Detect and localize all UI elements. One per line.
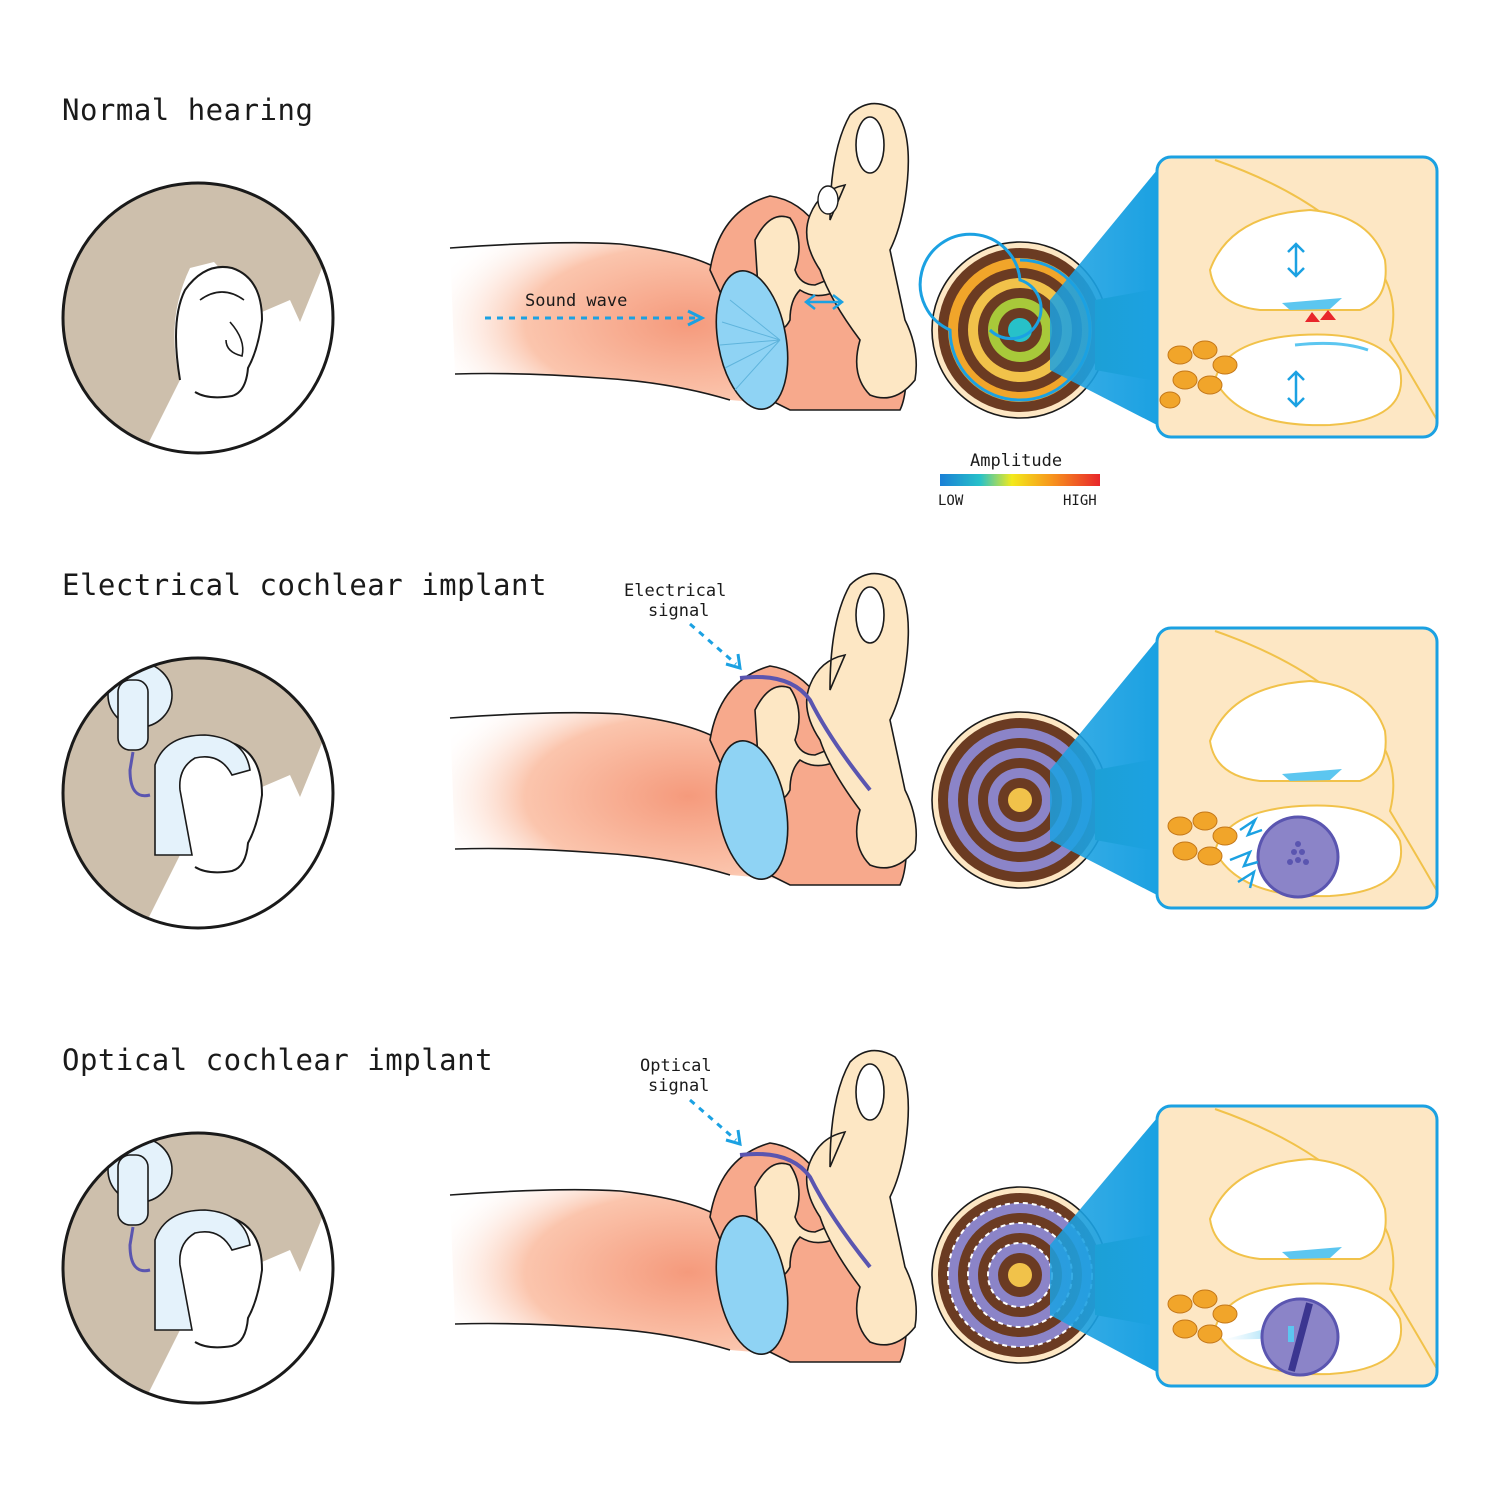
ear-anatomy — [449, 1049, 1150, 1364]
head-circle-border — [61, 181, 335, 455]
signal-label-line1: Electrical — [624, 581, 726, 601]
zoom-cone — [1050, 170, 1157, 425]
signal-arrow: Optical signal — [640, 1056, 742, 1147]
processor — [154, 734, 251, 856]
optical-lead — [739, 1152, 872, 1269]
eardrum — [715, 270, 789, 410]
head-circle-border — [61, 656, 335, 930]
ear-anatomy — [449, 102, 1150, 419]
legend-title: Amplitude — [970, 451, 1062, 471]
zoom-cone — [1050, 1118, 1157, 1372]
signal-label-line1: Optical — [640, 1056, 712, 1076]
legend-high: HIGH — [1063, 493, 1097, 509]
head-circle — [63, 1133, 333, 1403]
head-circle — [63, 183, 333, 453]
detail-box — [1155, 155, 1439, 439]
processor — [154, 1209, 251, 1331]
signal-arrow: Electrical signal — [624, 581, 742, 671]
head-circle — [63, 658, 333, 928]
electrode-lead — [739, 675, 872, 792]
signal-label-line2: signal — [648, 601, 709, 621]
panel-optical-implant: Optical cochlear implant — [61, 1043, 1439, 1405]
detail-box — [1155, 1104, 1439, 1388]
hair — [63, 183, 333, 453]
amplitude-legend: Amplitude LOW HIGH — [938, 451, 1100, 509]
detail-box — [1155, 626, 1439, 910]
panel-title: Normal hearing — [62, 93, 313, 127]
panel-title: Optical cochlear implant — [62, 1043, 493, 1077]
ear-outline — [175, 266, 264, 399]
ear-canal — [450, 242, 790, 405]
signal-label-line2: signal — [648, 1076, 709, 1096]
head-circle-border — [61, 1131, 335, 1405]
zoom-cone — [1050, 640, 1157, 895]
ear-anatomy — [449, 572, 1150, 889]
sound-wave-label: Sound wave — [525, 291, 627, 311]
panel-electrical-implant: Electrical cochlear implant — [61, 568, 1439, 930]
panel-normal-hearing: Normal hearing — [61, 93, 1439, 509]
legend-colorbar — [940, 474, 1100, 486]
semicircular-canals — [805, 102, 918, 399]
electric-spark — [1229, 816, 1263, 889]
legend-low: LOW — [938, 493, 964, 509]
sound-wave-arrow: Sound wave — [485, 291, 845, 327]
panel-title: Electrical cochlear implant — [62, 568, 547, 602]
